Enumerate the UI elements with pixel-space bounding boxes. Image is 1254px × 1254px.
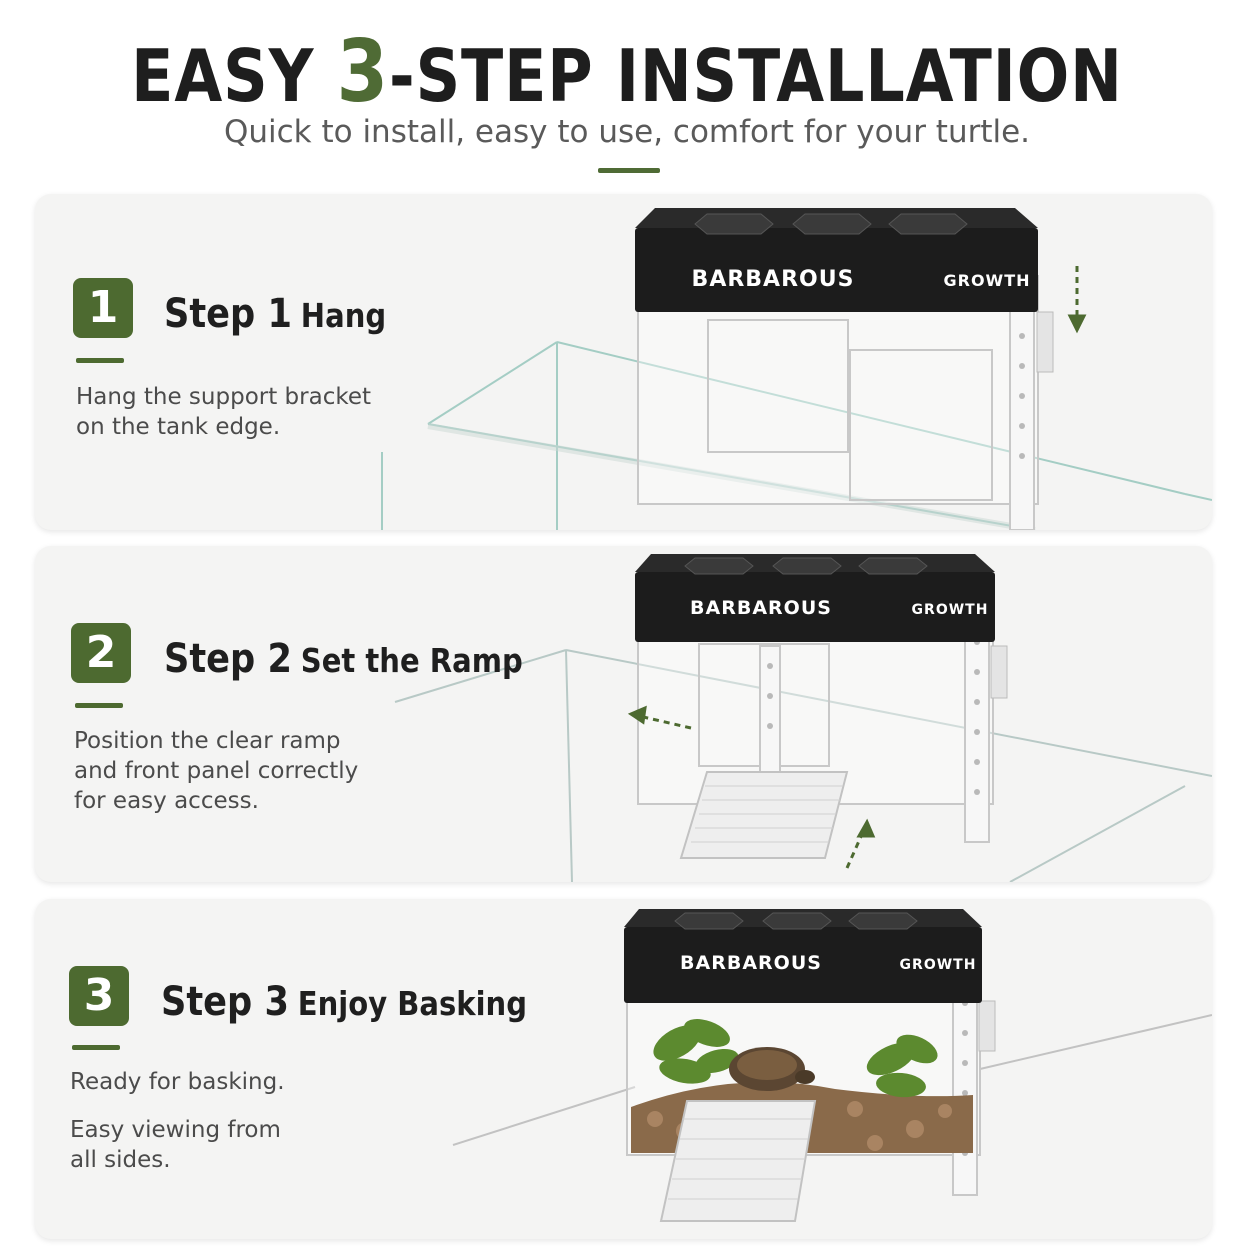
lid-side-label-3: GROWTH [900,957,977,973]
step-3-badge: 3 [69,966,129,1026]
step-2-badge: 2 [71,623,131,683]
step-3-desc-line: Easy viewing from [70,1117,281,1143]
step-3-title-main: Step 3 [161,979,289,1025]
page-title: EASY 3-STEP INSTALLATION [88,22,1166,122]
step-3-desc-line: Ready for basking. [70,1069,285,1095]
title-suffix: -STEP INSTALLATION [389,34,1123,118]
step-1-title-sub: Hang [300,296,387,335]
step-3-title-sub: Enjoy Basking [297,984,528,1023]
step-1-badge: 1 [73,278,133,338]
step-2-desc-line: and front panel correctly [74,758,359,784]
step-1-desc-line: on the tank edge. [76,414,281,440]
title-prefix: EASY [131,34,337,118]
page-subtitle: Quick to install, easy to use, comfort f… [223,114,1031,150]
step-2-desc-line: Position the clear ramp [74,728,341,754]
step-2-title-sub: Set the Ramp [300,641,523,680]
step-2-description: Position the clear ramp and front panel … [74,726,358,816]
lid-brand-3: BARBAROUS [680,952,822,974]
step-1-illustration: BARBAROUS GROWTH [381,208,1212,530]
title-divider [598,168,660,173]
step-1-description: Hang the support bracket on the tank edg… [76,382,371,442]
lid-brand-2: BARBAROUS [690,597,832,619]
lid-side-label-2: GROWTH [912,602,989,618]
lid-side-label-1: GROWTH [943,271,1030,290]
lid-brand-1: BARBAROUS [692,267,855,292]
step-2-title-main: Step 2 [164,636,292,682]
step-1-title-main: Step 1 [164,291,292,337]
step-1-divider [76,358,124,363]
step-3-desc-line: all sides. [70,1147,171,1173]
step-3-divider [72,1045,120,1050]
step-1-desc-line: Hang the support bracket [76,384,372,410]
step-3-illustration: BARBAROUS GROWTH [452,909,1212,1222]
step-2-divider [75,703,123,708]
title-number: 3 [336,22,390,122]
step-2-desc-line: for easy access. [74,788,259,814]
step-2-illustration: BARBAROUS GROWTH [394,554,1212,882]
step-3-description: Ready for basking. Easy viewing from all… [70,1067,285,1175]
